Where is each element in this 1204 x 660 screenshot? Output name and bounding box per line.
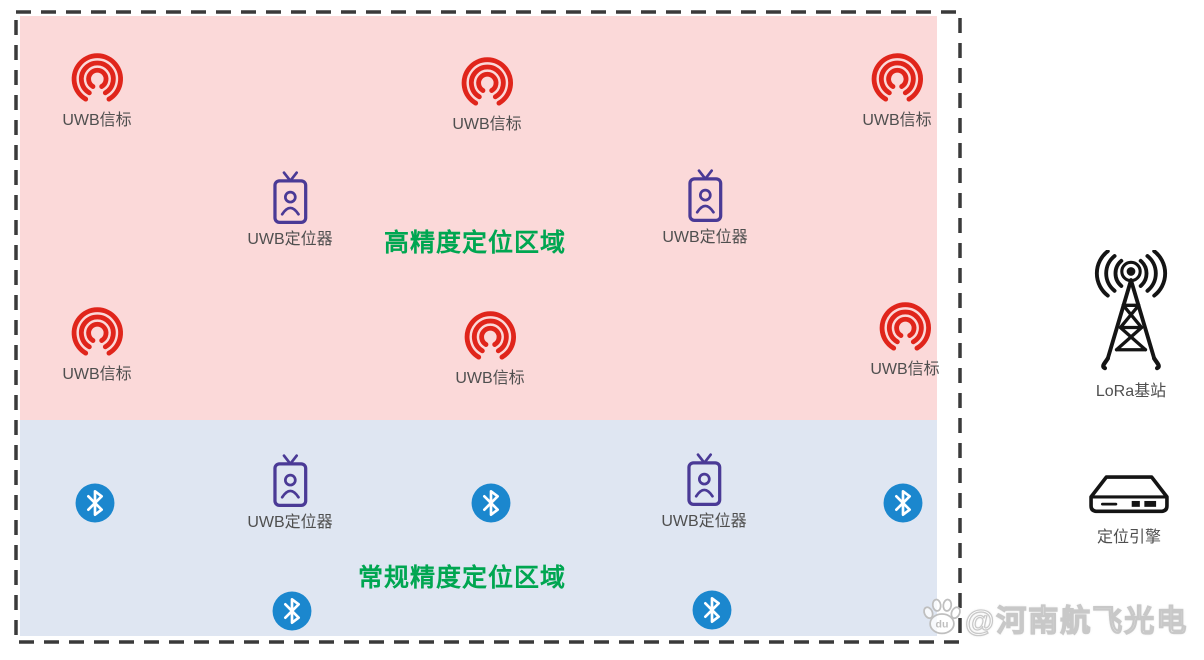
uwb-locator-icon (687, 453, 721, 507)
uwb-beacon-label: UWB信标 (455, 370, 525, 387)
baidu-paw-icon: du (921, 598, 963, 635)
watermark: du @河南航飞光电 (920, 596, 1188, 640)
lora-tower-icon (1073, 250, 1189, 378)
watermark-handle: @河南航飞光电 (964, 604, 1189, 638)
positioning-engine-node: 定位引擎 (1079, 468, 1179, 547)
uwb-beacon-icon (459, 307, 521, 365)
lora-station-label: LoRa基站 (1095, 383, 1167, 400)
bluetooth-icon (883, 483, 923, 523)
uwb-beacon-icon (456, 53, 518, 111)
uwb-locator-node: UWB定位器 (662, 168, 748, 247)
uwb-beacon-node: UWB信标 (62, 49, 132, 130)
uwb-locator-node: UWB定位器 (247, 170, 333, 249)
uwb-beacon-label: UWB信标 (862, 112, 932, 129)
uwb-beacon-icon (66, 49, 128, 107)
normal-precision-zone-title: 常规精度定位区域 (357, 564, 567, 592)
bluetooth-icon (692, 590, 732, 630)
uwb-beacon-node: UWB信标 (870, 298, 940, 379)
uwb-locator-label: UWB定位器 (247, 231, 333, 248)
bluetooth-node (471, 483, 511, 523)
bluetooth-node (692, 590, 732, 630)
uwb-beacon-node: UWB信标 (62, 303, 132, 384)
uwb-beacon-label: UWB信标 (870, 361, 940, 378)
bluetooth-icon (471, 483, 511, 523)
normal-precision-zone (20, 420, 937, 636)
uwb-beacon-label: UWB信标 (62, 366, 132, 383)
uwb-locator-label: UWB定位器 (662, 229, 748, 246)
uwb-locator-node: UWB定位器 (661, 452, 747, 531)
uwb-locator-label: UWB定位器 (247, 514, 333, 531)
uwb-locator-icon (688, 169, 722, 223)
uwb-beacon-icon (66, 303, 128, 361)
uwb-beacon-label: UWB信标 (452, 116, 522, 133)
bluetooth-node (272, 591, 312, 631)
bluetooth-node (75, 483, 115, 523)
high-precision-zone-title: 高精度定位区域 (383, 229, 567, 257)
bluetooth-icon (75, 483, 115, 523)
positioning-engine-icon (1089, 475, 1169, 514)
uwb-locator-node: UWB定位器 (247, 453, 333, 532)
uwb-beacon-node: UWB信标 (455, 307, 525, 388)
uwb-locator-icon (273, 171, 307, 225)
uwb-beacon-label: UWB信标 (62, 112, 132, 129)
lora-station-node: LoRa基站 (1073, 250, 1189, 401)
uwb-beacon-node: UWB信标 (862, 49, 932, 130)
bluetooth-icon (272, 591, 312, 631)
bluetooth-node (883, 483, 923, 523)
uwb-locator-icon (273, 454, 307, 508)
uwb-locator-label: UWB定位器 (661, 513, 747, 530)
uwb-beacon-icon (874, 298, 936, 356)
baidu-paw-logo-text: du (936, 619, 949, 631)
uwb-beacon-node: UWB信标 (452, 53, 522, 134)
uwb-beacon-icon (866, 49, 928, 107)
positioning-engine-label: 定位引擎 (1096, 529, 1161, 546)
